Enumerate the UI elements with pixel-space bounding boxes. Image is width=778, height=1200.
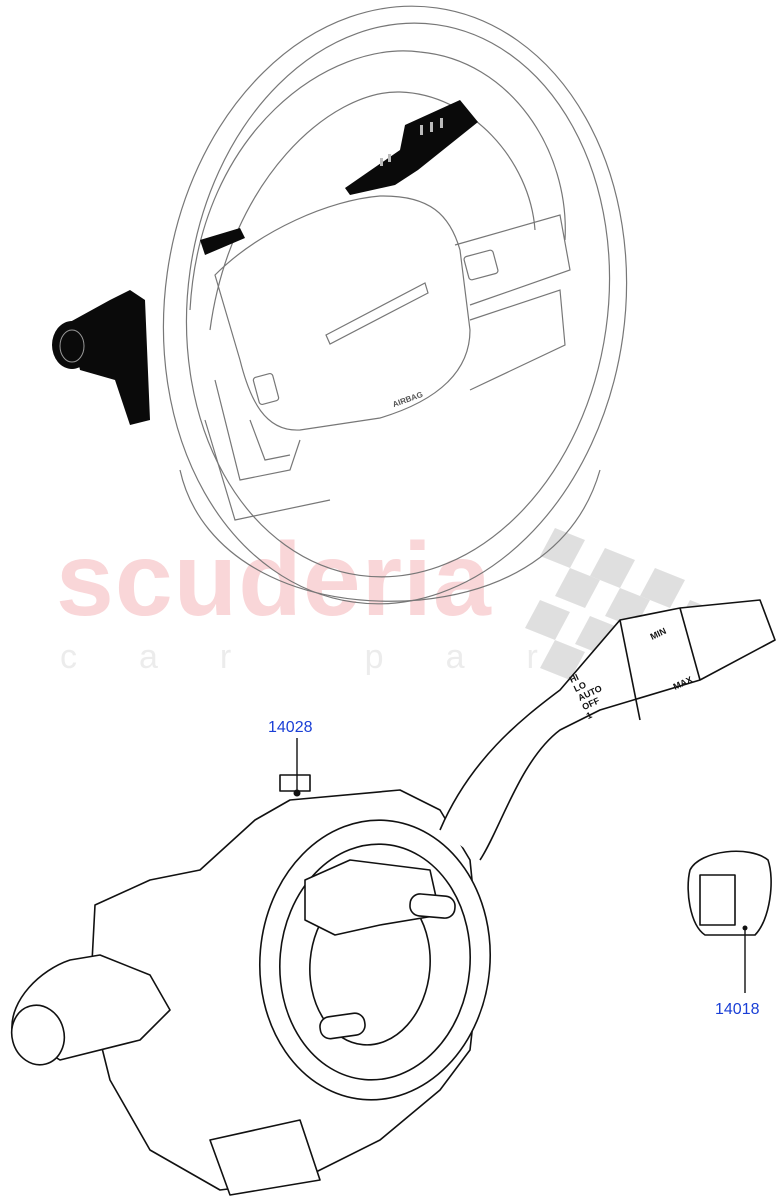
- watermark-title: scuderia: [56, 522, 492, 638]
- svg-text:HI: HI: [568, 672, 580, 685]
- upper-stalk-markings: [380, 118, 443, 166]
- upper-wiper-stalk-silhouette: [345, 100, 478, 195]
- left-indicator-stalk-silhouette: [52, 228, 245, 425]
- callout-14028[interactable]: 14028: [268, 719, 313, 736]
- leader-dot-14028: [293, 789, 301, 797]
- steering-wheel: [162, 5, 628, 605]
- svg-text:LO: LO: [572, 680, 588, 694]
- callout-14018[interactable]: 14018: [715, 1001, 760, 1018]
- wiper-stalk-labels: HI LO AUTO OFF 1: [568, 672, 604, 721]
- switch-assembly: [10, 599, 776, 1196]
- leader-dot-14018: [742, 925, 748, 931]
- airbag-label: AIRBAG: [391, 390, 424, 409]
- leader-lines: [296, 738, 746, 993]
- svg-text:1: 1: [585, 710, 594, 721]
